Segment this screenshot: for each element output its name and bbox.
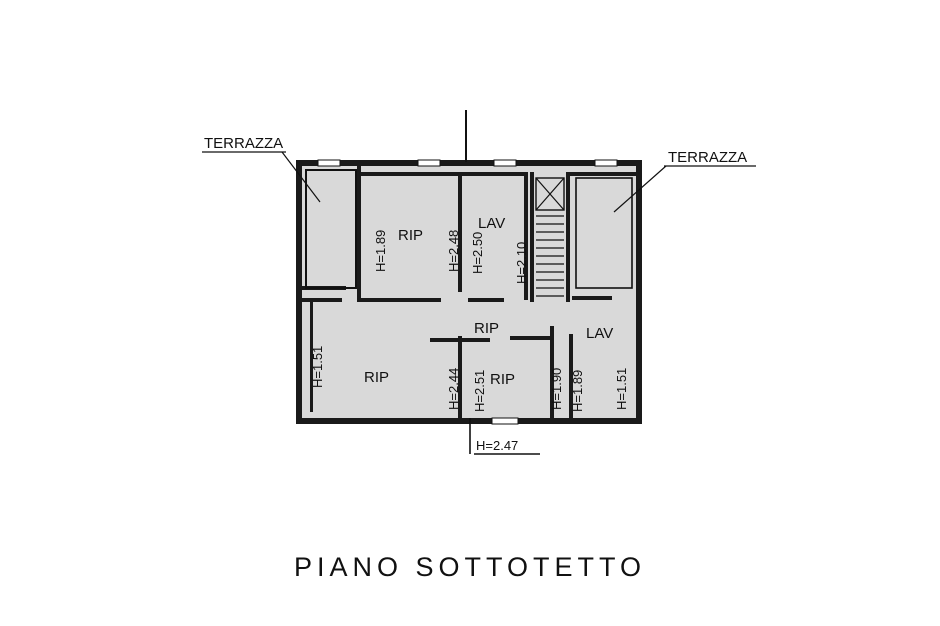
room-label-lav-top: LAV: [478, 215, 505, 232]
windows: [317, 159, 618, 425]
height-label-2-10: H=2.10: [514, 242, 529, 284]
height-label-2-48: H=2.48: [446, 230, 461, 272]
height-label-2-51: H=2.51: [472, 370, 487, 412]
height-label-1-89-top: H=1.89: [373, 230, 388, 272]
outer-walls: [296, 160, 642, 424]
interior-walls: [302, 166, 636, 418]
height-label-1-89-bottom: H=1.89: [570, 370, 585, 412]
height-label-1-90: H=1.90: [549, 368, 564, 410]
terrazza-left-leader: [281, 151, 321, 203]
height-label-2-50: H=2.50: [470, 232, 485, 274]
terrazza-right-leader: [613, 165, 667, 213]
height-label-2-47: H=2.47: [476, 438, 518, 453]
room-label-rip-center: RIP: [474, 320, 499, 337]
terrazza-right-label: TERRAZZA: [668, 149, 747, 166]
room-label-rip-top: RIP: [398, 227, 423, 244]
room-label-rip-bottom-mid: RIP: [490, 371, 515, 388]
plan-fill: [300, 162, 640, 422]
plan-title: PIANO SOTTOTETTO: [293, 552, 647, 582]
height-label-1-51-right: H=1.51: [614, 368, 629, 410]
room-label-lav-right: LAV: [586, 325, 613, 342]
room-label-rip-bottom-left: RIP: [364, 369, 389, 386]
height-label-1-51-left: H=1.51: [310, 346, 325, 388]
staircase: [535, 177, 633, 297]
terrazza-left-label: TERRAZZA: [204, 135, 283, 152]
height-label-2-44: H=2.44: [446, 368, 461, 410]
